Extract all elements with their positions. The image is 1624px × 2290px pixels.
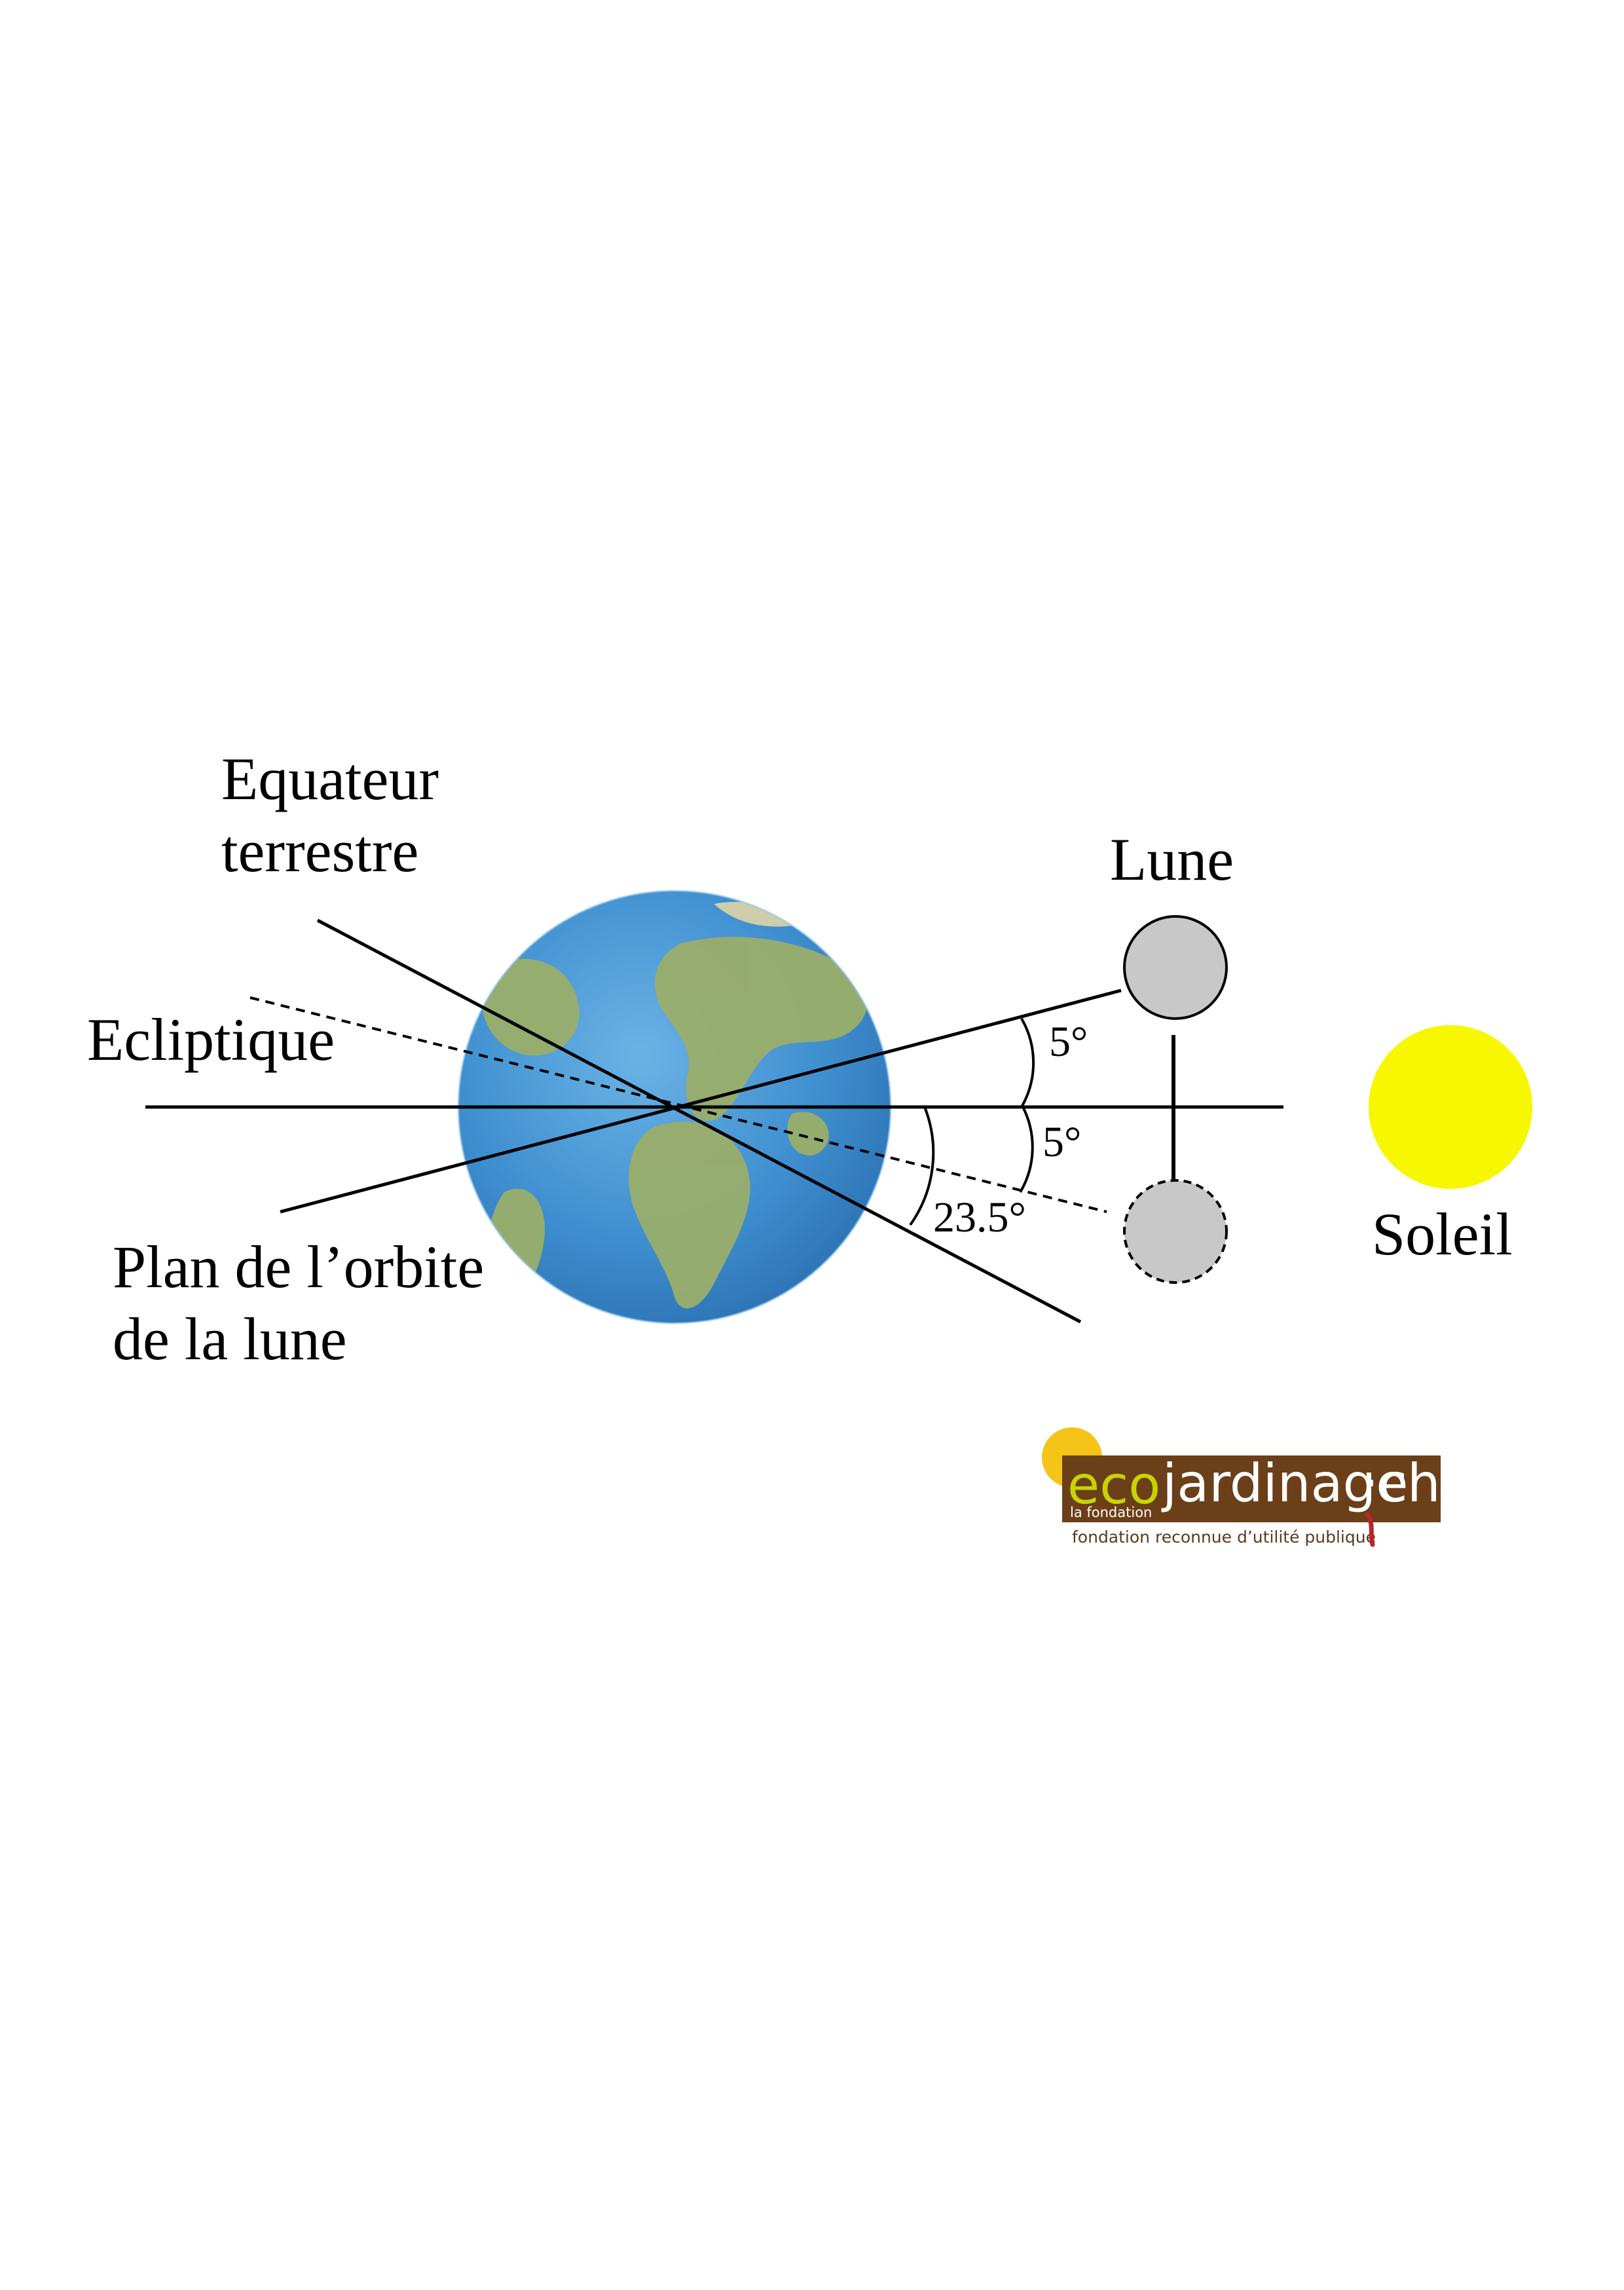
sun <box>1369 1025 1532 1189</box>
logo-ch-text: ch <box>1378 1453 1441 1514</box>
logo-dot-text: · <box>1362 1453 1378 1514</box>
moon-upper-position <box>1123 915 1228 1020</box>
moon-orbit-upper-line <box>280 988 1122 1214</box>
logo-tagline: fondation reconnue d’utilité publique <box>1072 1528 1376 1547</box>
angle-label-tilt: 23.5° <box>933 1193 1026 1241</box>
angle-label-lower: 5° <box>1043 1118 1081 1166</box>
angle-arc-upper-5 <box>1020 1018 1035 1108</box>
equator-label-line1: Equateur <box>221 745 439 812</box>
moon-orbit-label-line2: de la lune <box>113 1305 347 1372</box>
sun-label: Soleil <box>1372 1201 1513 1267</box>
moon-orbit-label-line1: Plan de l’orbite <box>113 1233 484 1300</box>
logo-banner <box>1062 1455 1441 1522</box>
ecliptic-label: Ecliptique <box>87 1006 335 1073</box>
equator-line <box>316 918 1082 1324</box>
angle-arc-tilt-23-5 <box>909 1106 935 1226</box>
angle-arc-lower-5 <box>1019 1106 1034 1193</box>
logo-jardinage-text: jardinage <box>1161 1453 1408 1514</box>
moon-lower-position <box>1123 1179 1228 1284</box>
logo-eco-text: eco <box>1067 1455 1160 1516</box>
moon-label: Lune <box>1110 826 1234 893</box>
equator-label-line2: terrestre <box>221 817 418 884</box>
ecojardinage-logo: eco jardinage · ch la fondation fondatio… <box>1042 1427 1441 1547</box>
logo-fondation-text: la fondation <box>1070 1505 1152 1520</box>
logo-red-mark <box>1365 1512 1375 1547</box>
moon-orbit-lower-dashed-line <box>249 996 1107 1213</box>
angle-label-upper: 5° <box>1049 1018 1088 1066</box>
